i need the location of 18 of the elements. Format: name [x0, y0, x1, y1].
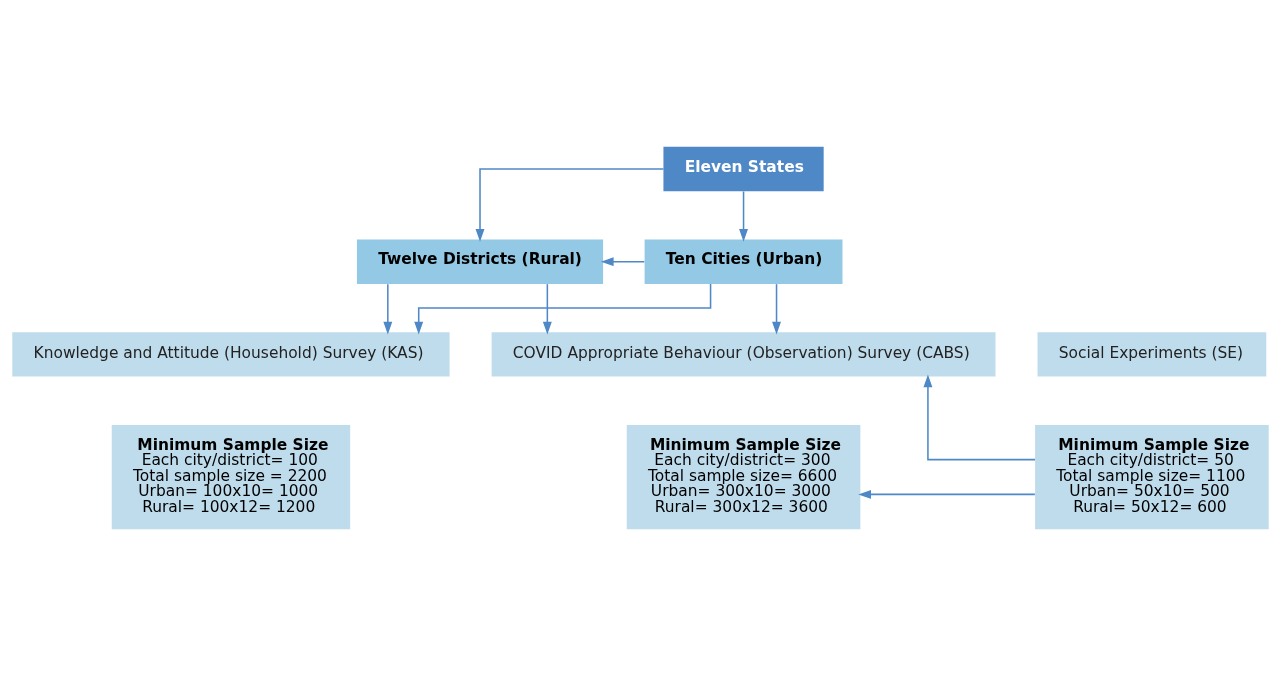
- node-box: Eleven States: [663, 146, 824, 191]
- arrow: [383, 282, 393, 334]
- arrow: [858, 489, 1036, 499]
- node-box: Minimum Sample Size Each city/district= 100 Total sample size = 2200 Urban= 100x10= 1000 Rural= 100x12= 1200: [111, 424, 351, 529]
- arrow: [772, 282, 781, 334]
- arrow: [739, 190, 748, 242]
- arrow: [475, 167, 665, 242]
- node-box: Minimum Sample Size Each city/district= 300 Total sample size= 6600 Urban= 300x10= 3000 Rural= 300x12= 3600: [626, 424, 861, 529]
- arrow: [542, 282, 552, 335]
- node-box: Knowledge and Attitude (Household) Survey (KAS): [12, 331, 450, 377]
- node-box: Social Experiments (SE): [1037, 331, 1267, 377]
- node-box: COVID Appropriate Behaviour (Observation) Survey (CABS): [491, 331, 996, 377]
- node-box: Ten Cities (Urban): [644, 239, 843, 284]
- node-box: Twelve Districts (Rural): [356, 239, 604, 284]
- node-box: Minimum Sample Size Each city/district= 50 Total sample size= 1100 Urban= 50x10= 500 Rural= 50x12= 600: [1035, 424, 1269, 529]
- arrow: [414, 282, 712, 334]
- arrow: [923, 373, 1036, 460]
- arrow: [600, 256, 646, 266]
